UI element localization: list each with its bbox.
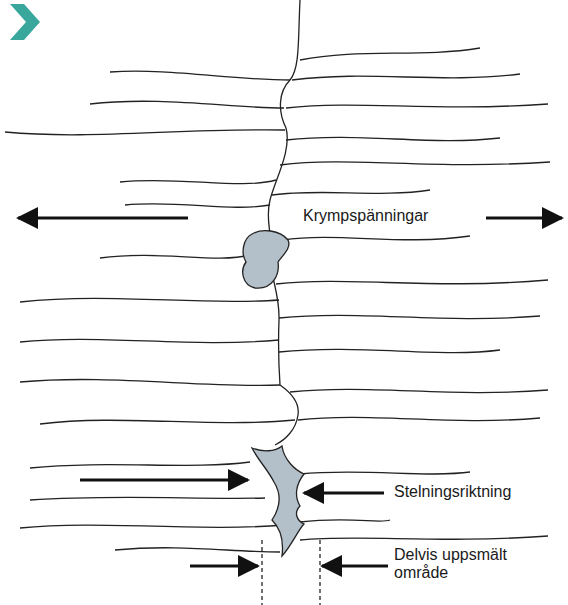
dashed-lines bbox=[262, 540, 320, 605]
solidification-crack bbox=[252, 446, 304, 556]
void bbox=[243, 231, 289, 289]
stress-label: Krympspänningar bbox=[301, 207, 430, 225]
chevron-icon bbox=[10, 4, 40, 40]
arrows bbox=[18, 218, 562, 566]
direction-label: Stelningsriktning bbox=[392, 483, 513, 501]
zone-label: Delvis uppsmält område bbox=[392, 546, 536, 582]
